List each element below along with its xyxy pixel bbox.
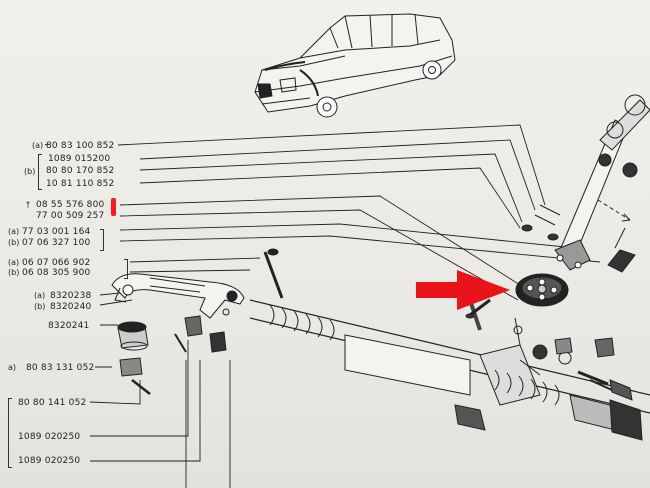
car-illustration [254, 13, 456, 118]
part-number: 07 06 327 100 [22, 238, 91, 248]
part-number: 80 80 141 052 [18, 398, 87, 408]
steering-column [521, 94, 650, 273]
part-number: 80 80 170 852 [46, 166, 115, 176]
castle-nuts [119, 298, 633, 401]
part-number: 1089 020250 [18, 432, 81, 442]
part-number: 06 08 305 900 [22, 268, 91, 278]
part-number: 8320238 [50, 291, 92, 301]
part-number: 8320240 [50, 302, 92, 312]
part-number: 80 83 131 052 [26, 363, 95, 373]
group-brace [100, 229, 104, 251]
part-number: 06 07 066 902 [22, 258, 91, 268]
highlight-tag [111, 198, 116, 216]
marker-a: a) [8, 363, 17, 372]
group-brace [38, 154, 42, 190]
red-pointer-arrow [416, 270, 510, 310]
ball-joint-boot [117, 321, 149, 351]
group-brace [8, 398, 12, 468]
steering-rack [249, 299, 650, 441]
marker-a: (a) [34, 291, 46, 300]
marker-b: (b) [8, 268, 20, 277]
part-number: 77 03 001 164 [22, 227, 91, 237]
part-number: 1089 015200 [48, 154, 111, 164]
part-number: 10 81 110 852 [46, 179, 115, 189]
part-number: 1089 020250 [18, 456, 81, 466]
flexible-coupling [515, 273, 569, 307]
part-number: 77 00 509 257 [36, 211, 105, 221]
marker-a: (a) [8, 227, 20, 236]
group-brace [45, 144, 49, 145]
track-rod-arm [111, 248, 284, 319]
part-number: 08 55 576 800 [36, 200, 105, 210]
marker-a: (a) [32, 141, 44, 150]
marker-b: (b) [8, 238, 20, 247]
part-number: 80 83 100 852 [46, 141, 115, 151]
group-brace [124, 259, 128, 279]
leader-lines [89, 124, 601, 488]
marker-a: (a) [8, 258, 20, 267]
part-number: 8320241 [48, 321, 90, 331]
marker-b: (b) [24, 167, 36, 176]
marker-b: (b) [34, 302, 46, 311]
marker-dagger: † [26, 200, 30, 209]
